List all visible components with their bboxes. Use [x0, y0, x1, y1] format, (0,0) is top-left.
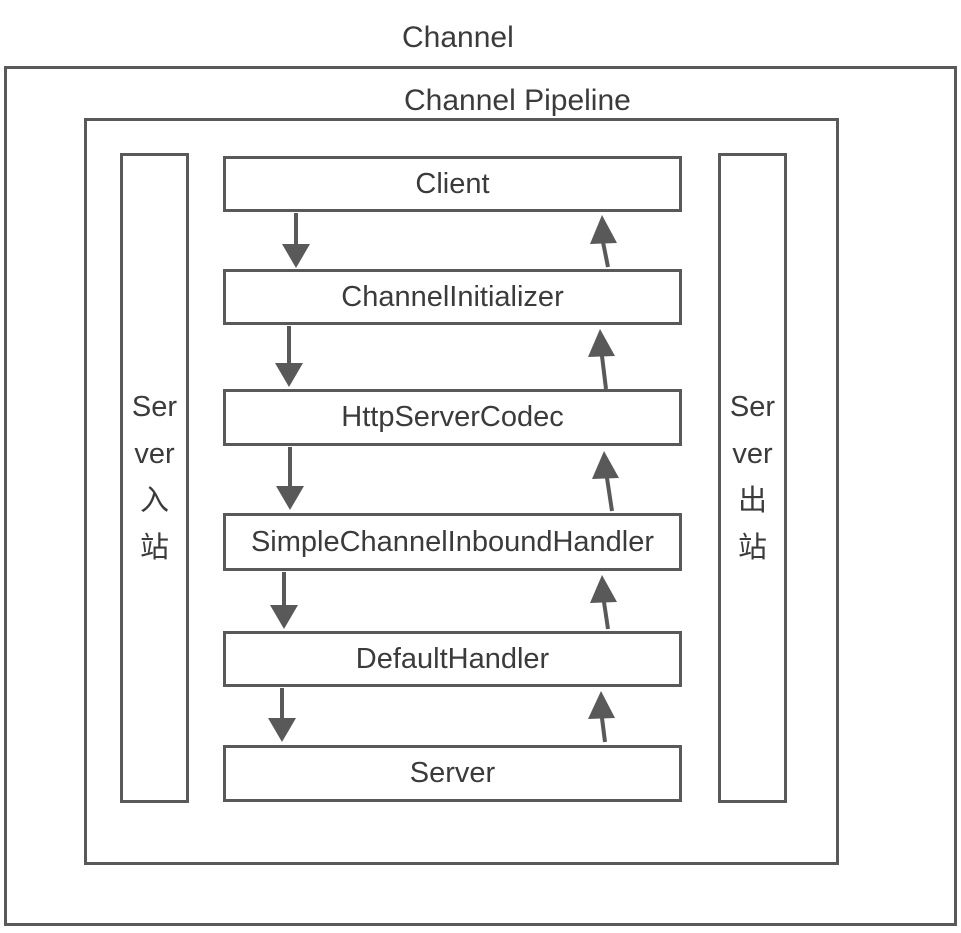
handler-box-channelinitializer: ChannelInitializer	[223, 269, 682, 325]
handler-label-channelinitializer: ChannelInitializer	[341, 280, 564, 313]
handler-label-httpservercodec: HttpServerCodec	[341, 401, 564, 433]
handler-label-defaulthandler: DefaultHandler	[355, 642, 550, 675]
outbound-label-line-3: 出	[737, 485, 767, 517]
handler-box-simplechannelinboundhandler: SimpleChannelInboundHandler	[223, 513, 682, 571]
outbound-label-line-4: 站	[737, 532, 767, 564]
channel-pipeline-box	[84, 118, 839, 865]
handler-label-simplechannelinboundhandler: SimpleChannelInboundHandler	[250, 525, 655, 558]
channel-pipeline-title: Channel Pipeline	[404, 84, 631, 117]
handler-box-defaulthandler: DefaultHandler	[223, 631, 682, 687]
inbound-label-line-1: Ser	[131, 391, 178, 423]
outbound-label-line-1: Ser	[729, 391, 776, 423]
channel-title: Channel	[402, 21, 514, 54]
inbound-label-line-4: 站	[139, 532, 169, 564]
handler-box-server: Server	[223, 745, 682, 802]
handler-label-client: Client	[415, 167, 490, 200]
handler-box-client: Client	[223, 156, 682, 212]
server-outbound-lane-box: Ser ver 出 站	[718, 153, 787, 803]
handler-label-server: Server	[409, 757, 496, 789]
server-inbound-lane-box: Ser ver 入 站	[120, 153, 189, 803]
inbound-label-line-3: 入	[139, 485, 169, 517]
handler-box-httpservercodec: HttpServerCodec	[223, 389, 682, 446]
outbound-label-line-2: ver	[732, 438, 773, 470]
inbound-label-line-2: ver	[134, 438, 175, 470]
